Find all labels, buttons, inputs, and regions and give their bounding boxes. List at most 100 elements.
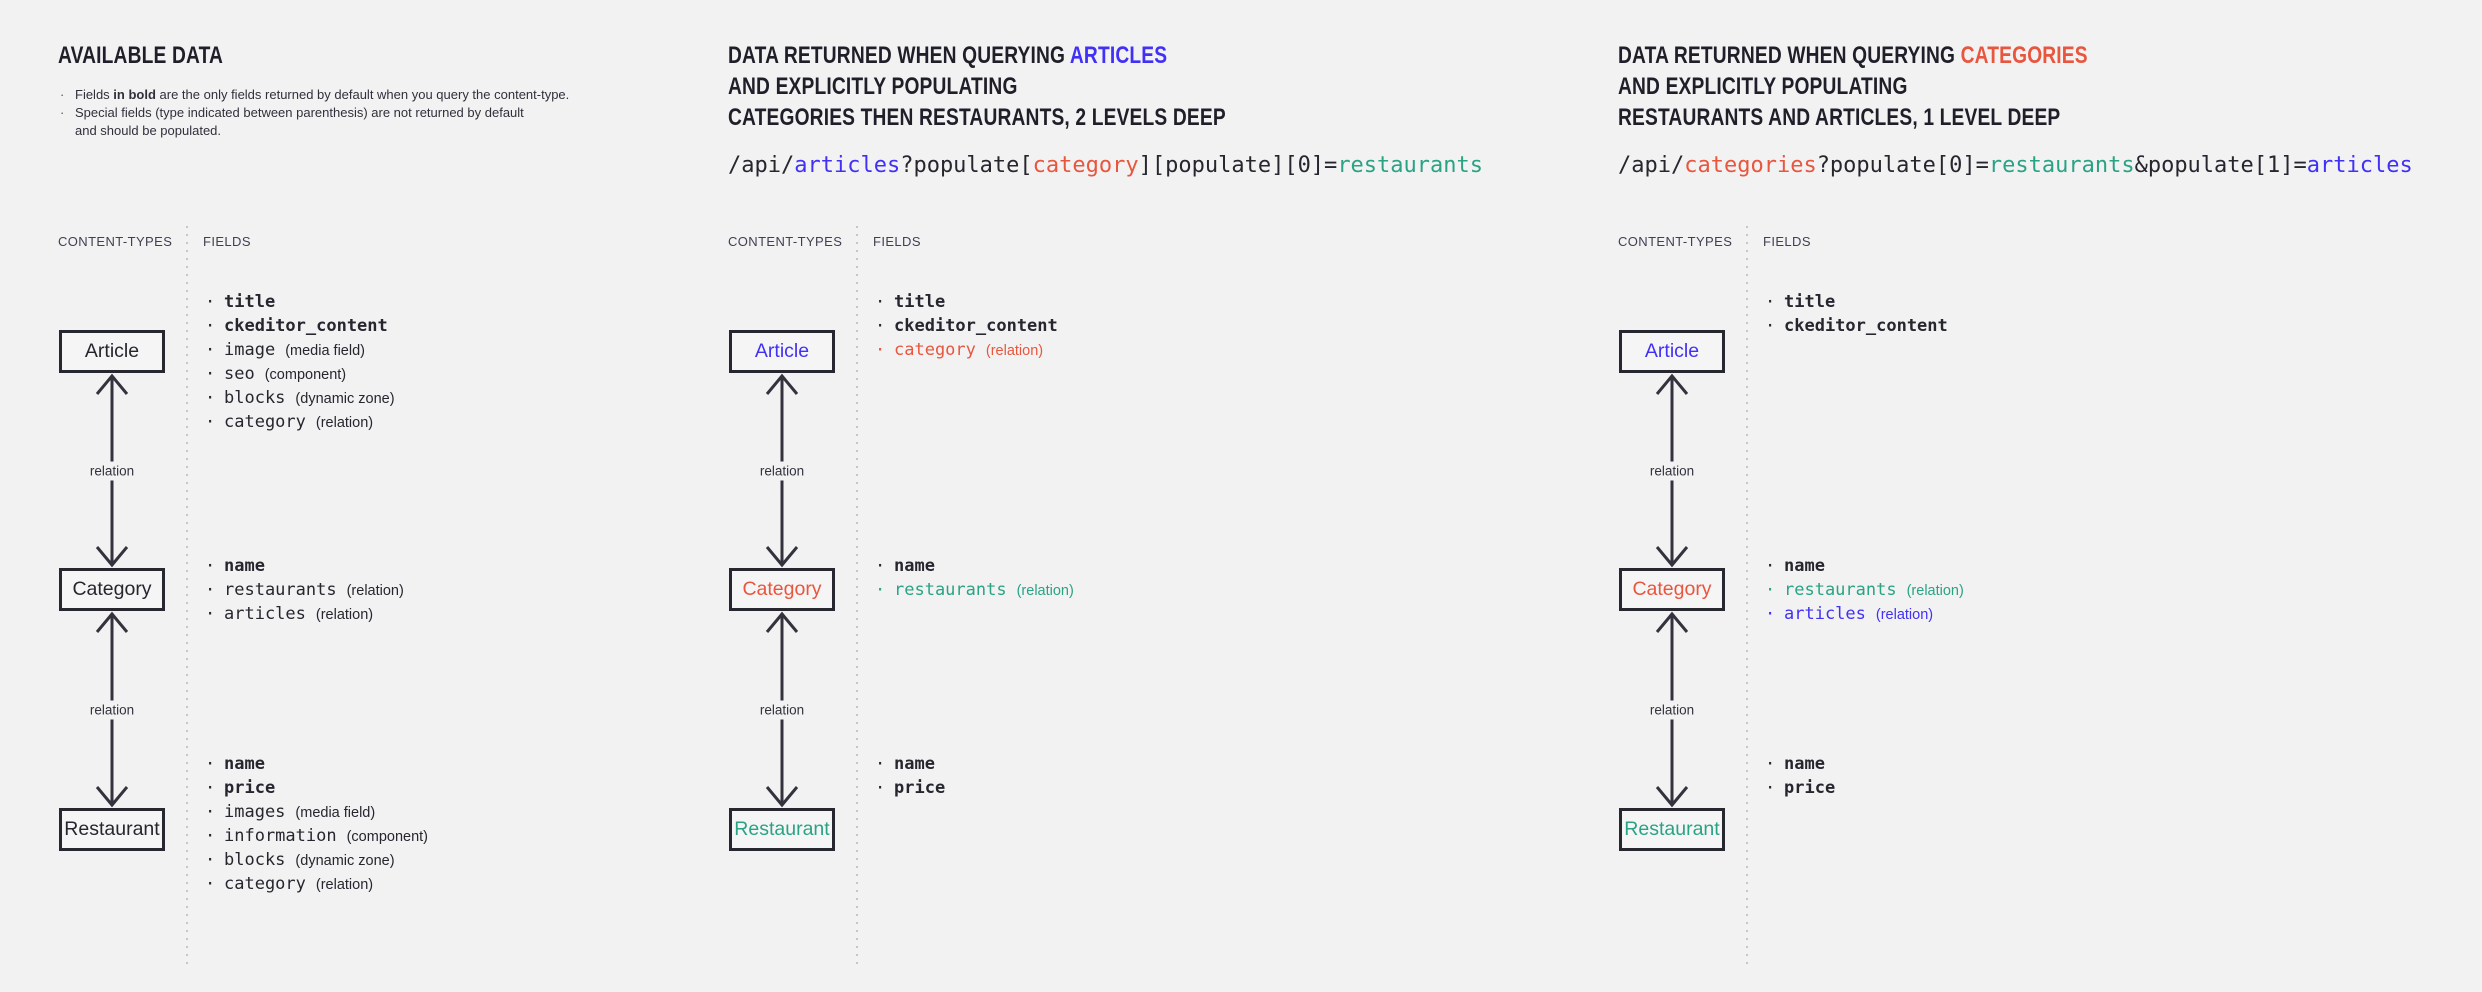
- api-query-code: /api/categories?populate[0]=restaurants&…: [1618, 151, 2413, 181]
- content-type-label: Category: [742, 578, 822, 600]
- fields-header: FIELDS: [203, 234, 251, 249]
- field-name: articles: [224, 604, 306, 624]
- code-segment: ?populate[: [900, 153, 1033, 178]
- title-text: DATA RETURNED WHEN QUERYING: [728, 42, 1070, 69]
- relation-label: relation: [1644, 700, 1700, 719]
- field-item: restaurants (relation): [205, 580, 404, 604]
- fields-list-category: name restaurants (relation) articles (relati…: [205, 556, 404, 628]
- field-name: price: [224, 778, 276, 798]
- content-types-header: CONTENT-TYPES: [1618, 234, 1733, 249]
- field-name: information: [224, 826, 337, 846]
- field-item: title: [205, 292, 395, 316]
- field-item: category(relation): [205, 874, 428, 898]
- content-type-box-article: Article: [59, 330, 165, 373]
- field-type: (relation): [1875, 607, 1934, 623]
- field-item: name: [205, 556, 404, 580]
- field-name: category: [224, 412, 306, 432]
- code-segment: /api/: [728, 153, 795, 178]
- field-type: (relation): [315, 607, 374, 623]
- field-name: name: [224, 754, 265, 774]
- field-name: restaurants: [224, 580, 337, 600]
- relation-label: relation: [84, 461, 140, 480]
- fields-list-category: name restaurants (relation) articles (relati…: [1765, 556, 1964, 628]
- field-name: blocks: [224, 850, 286, 870]
- field-name: price: [1784, 778, 1836, 798]
- notes-list: Fields in bold are the only fields retur…: [60, 86, 660, 140]
- title-text: RESTAURANTS AND ARTICLES, 1 LEVEL DEEP: [1618, 104, 2061, 131]
- code-segment: articles: [794, 153, 901, 178]
- field-item: blocks(dynamic zone): [205, 850, 428, 874]
- field-type: (component): [346, 829, 428, 845]
- content-type-box-restaurant: Restaurant: [729, 808, 835, 851]
- field-type: (relation): [1016, 583, 1074, 599]
- field-name: ckeditor_content: [224, 316, 388, 336]
- field-name: name: [894, 754, 935, 774]
- fields-list-restaurant: name price: [1765, 754, 1835, 802]
- content-types-header: CONTENT-TYPES: [58, 234, 173, 249]
- field-name: name: [1784, 754, 1825, 774]
- field-name: title: [894, 292, 946, 312]
- field-name: category: [224, 874, 306, 894]
- content-type-label: Category: [1632, 578, 1712, 600]
- field-type: (relation): [315, 415, 374, 431]
- field-name: articles: [1784, 604, 1866, 624]
- relation-arrow: relation: [754, 373, 810, 568]
- field-type: (component): [264, 367, 347, 383]
- title-accent: ARTICLES: [1069, 42, 1168, 69]
- column-divider: [1746, 226, 1748, 966]
- field-name: category: [894, 340, 976, 360]
- field-type: (relation): [1906, 583, 1964, 599]
- api-query-code: /api/articles?populate[category][populat…: [728, 151, 1483, 181]
- content-type-box-category: Category: [1619, 568, 1725, 611]
- field-item: images(media field): [205, 802, 428, 826]
- code-segment: category: [1032, 153, 1139, 178]
- relation-label: relation: [84, 700, 140, 719]
- field-item: name: [1765, 754, 1835, 778]
- panel-available-data: AVAILABLE DATA Fields in bold are the on…: [55, 0, 675, 992]
- note-text: Fields in bold are the only fields retur…: [75, 87, 570, 102]
- field-name: name: [1784, 556, 1825, 576]
- title-accent: CATEGORIES: [1960, 42, 2088, 69]
- content-type-label: Article: [1644, 340, 1700, 362]
- title-text: AVAILABLE DATA: [58, 42, 224, 69]
- column-divider: [856, 226, 858, 966]
- field-name: name: [224, 556, 265, 576]
- field-item: name: [875, 754, 945, 778]
- field-item: image(media field): [205, 340, 395, 364]
- content-type-label: Article: [84, 340, 140, 362]
- field-item: articles (relation): [1765, 604, 1964, 628]
- field-name: ckeditor_content: [1784, 316, 1948, 336]
- title-text: DATA RETURNED WHEN QUERYING: [1618, 42, 1961, 69]
- relation-arrow: relation: [754, 611, 810, 808]
- panel-query-articles: DATA RETURNED WHEN QUERYING ARTICLES AND…: [725, 0, 1483, 992]
- field-name: restaurants: [1784, 580, 1897, 600]
- relation-arrow: relation: [84, 373, 140, 568]
- field-item: title: [875, 292, 1058, 316]
- content-type-label: Restaurant: [64, 818, 160, 840]
- note-item: Special fields (type indicated between p…: [60, 104, 660, 140]
- content-type-label: Restaurant: [734, 818, 830, 840]
- field-item: blocks(dynamic zone): [205, 388, 395, 412]
- field-item: name: [1765, 556, 1964, 580]
- relation-label: relation: [754, 461, 810, 480]
- field-item: restaurants (relation): [1765, 580, 1964, 604]
- field-type: (relation): [346, 583, 404, 599]
- code-segment: restaurants: [1337, 153, 1484, 178]
- content-type-label: Article: [754, 340, 810, 362]
- fields-list-restaurant: name price images(media field)information (…: [205, 754, 428, 898]
- field-name: name: [894, 556, 935, 576]
- field-item: category(relation): [875, 340, 1058, 364]
- code-segment: restaurants: [1988, 153, 2135, 178]
- panel-title: DATA RETURNED WHEN QUERYING CATEGORIES A…: [1618, 40, 2088, 133]
- field-item: title: [1765, 292, 1948, 316]
- code-segment: ][populate][0]=: [1138, 153, 1338, 178]
- note-item: Fields in bold are the only fields retur…: [60, 86, 660, 104]
- field-type: (media field): [295, 805, 376, 821]
- relation-label: relation: [1644, 461, 1700, 480]
- field-item: category (relation): [205, 412, 395, 436]
- panel-query-categories: DATA RETURNED WHEN QUERYING CATEGORIES A…: [1615, 0, 2413, 992]
- content-type-box-article: Article: [1619, 330, 1725, 373]
- code-segment: categories: [1684, 153, 1817, 178]
- field-name: ckeditor_content: [894, 316, 1058, 336]
